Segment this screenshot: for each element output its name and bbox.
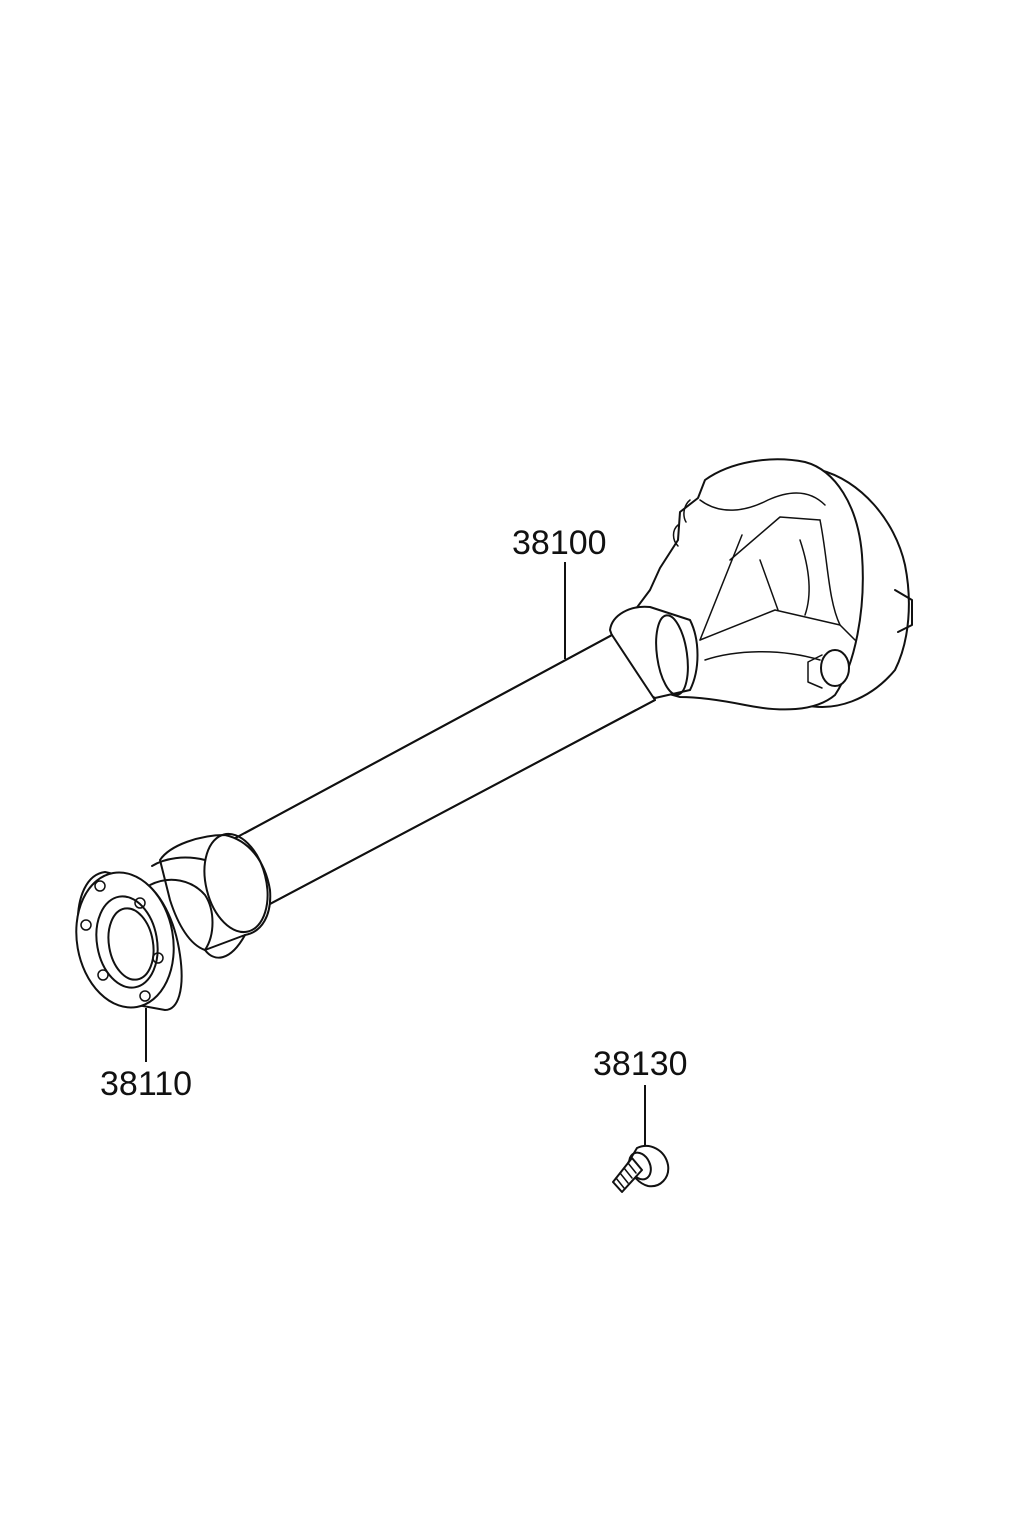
differential-carrier xyxy=(609,458,913,711)
axle-housing-illustration[interactable] xyxy=(66,458,913,1016)
flange-illustration[interactable] xyxy=(66,865,214,1016)
axle-sleeve xyxy=(151,832,272,959)
part-number-38110: 38110 xyxy=(100,1065,192,1103)
part-number-38130: 38130 xyxy=(593,1045,688,1083)
axle-tube xyxy=(227,634,656,906)
bolt-illustration[interactable] xyxy=(612,1145,670,1193)
part-number-38100: 38100 xyxy=(512,524,607,562)
